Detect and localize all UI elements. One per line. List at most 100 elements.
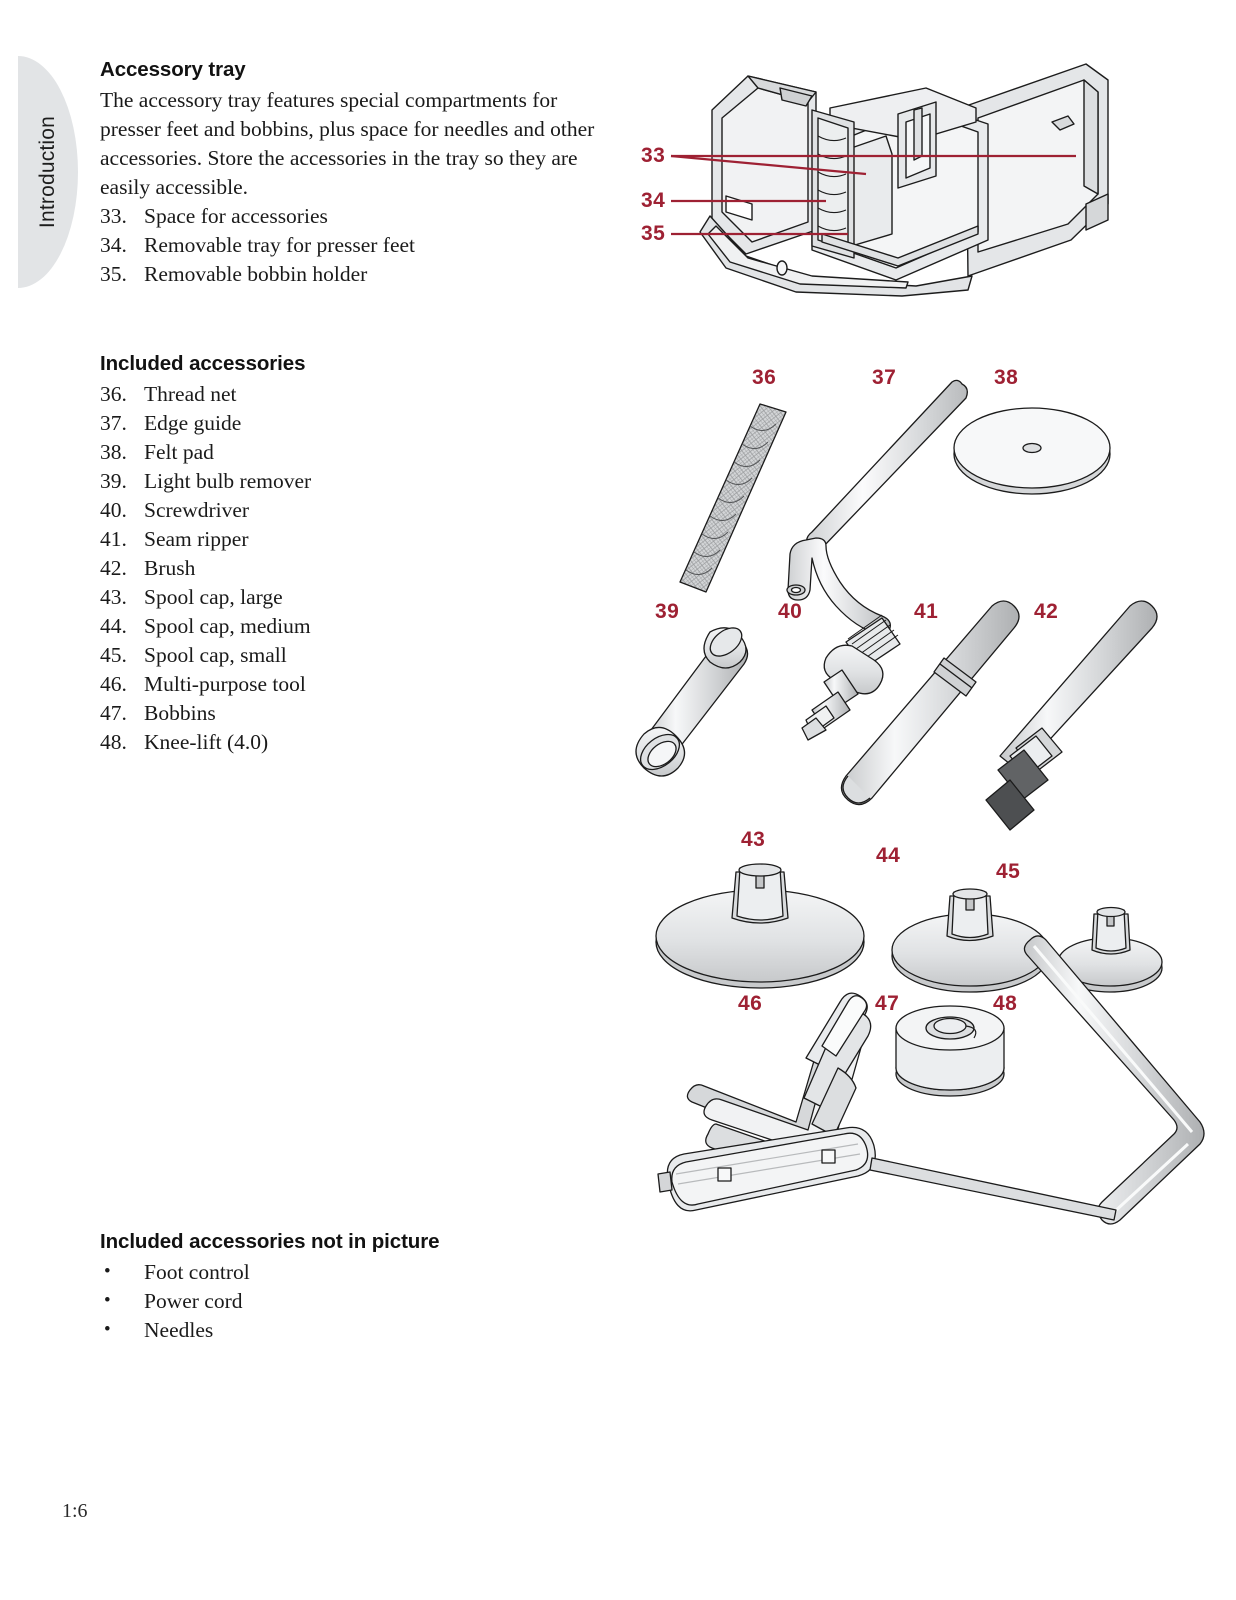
- list-item-label: Removable bobbin holder: [144, 262, 368, 286]
- part-38-felt-pad: [953, 407, 1111, 495]
- part-45-spool-cap-small: [1057, 906, 1163, 993]
- accessory-tray-section: Accessory tray The accessory tray featur…: [100, 58, 598, 289]
- list-item: 34. Removable tray for presser feet: [100, 231, 598, 260]
- callout-leader-lines: [670, 154, 1076, 236]
- callout-38: 38: [994, 366, 1019, 389]
- part-48-knee-lift: [657, 935, 1205, 1225]
- list-item-label: Edge guide: [144, 411, 242, 435]
- list-item: 38. Felt pad: [100, 438, 311, 467]
- callout-36: 36: [752, 366, 777, 389]
- part-40-screwdriver: [801, 614, 901, 741]
- list-item-label: Removable tray for presser feet: [144, 233, 416, 257]
- callout-37: 37: [872, 366, 897, 389]
- bullet-icon: •: [104, 1290, 111, 1311]
- callout-46: 46: [738, 992, 763, 1015]
- included-accessories-section: Included accessories 36. Thread net 37. Ed…: [100, 352, 311, 757]
- list-item: 48. Knee-lift (4.0): [100, 728, 311, 757]
- part-44-spool-cap-medium: [891, 888, 1049, 993]
- list-item-number: 43.: [100, 585, 127, 609]
- not-in-picture-list: • Foot control • Power cord • Needles: [100, 1258, 439, 1345]
- callout-45: 45: [996, 860, 1021, 883]
- list-item: 44. Spool cap, medium: [100, 612, 311, 641]
- not-in-picture-heading: Included accessories not in picture: [100, 1230, 440, 1253]
- list-item: 42. Brush: [100, 554, 311, 583]
- callout-48: 48: [993, 992, 1018, 1015]
- part-39-light-bulb-remover: [635, 627, 749, 777]
- included-accessories-heading: Included accessories: [100, 352, 306, 375]
- accessory-tray-list: 33.Space for accessories 34. Removable tr…: [100, 202, 598, 289]
- list-item-label: Multi-purpose tool: [144, 672, 306, 696]
- list-item: • Power cord: [100, 1287, 439, 1316]
- section-tab-introduction: Introduction: [18, 56, 78, 288]
- callout-41: 41: [914, 600, 939, 623]
- list-item-number: 37.: [100, 411, 127, 435]
- list-item-number: 34.: [100, 233, 127, 257]
- list-item-number: 39.: [100, 469, 127, 493]
- list-item: • Needles: [100, 1316, 439, 1345]
- list-item: 33.Space for accessories: [100, 202, 598, 231]
- included-accessories-list: 36.Thread net 37.Edge guide 38.Felt pad …: [100, 380, 311, 757]
- list-item: 39. Light bulb remover: [100, 467, 311, 496]
- list-item-label: Screwdriver: [144, 498, 250, 522]
- bullet-icon: •: [104, 1319, 111, 1340]
- list-item-label: Knee-lift (4.0): [144, 730, 269, 754]
- list-item-label: Foot control: [144, 1260, 250, 1284]
- list-item-number: 35.: [100, 262, 127, 286]
- list-item: • Foot control: [100, 1258, 439, 1287]
- accessory-tray-paragraph: The accessory tray features special comp…: [100, 88, 595, 199]
- list-item-label: Felt pad: [144, 440, 214, 464]
- list-item-label: Thread net: [144, 382, 237, 406]
- list-item: 46. Multi-purpose tool: [100, 670, 311, 699]
- callout-44: 44: [876, 844, 901, 867]
- list-item: 43. Spool cap, large: [100, 583, 311, 612]
- part-43-spool-cap-large: [655, 863, 865, 989]
- list-item-label: Spool cap, medium: [144, 614, 311, 638]
- list-item-number: 42.: [100, 556, 127, 580]
- list-item: 40. Screwdriver: [100, 496, 311, 525]
- part-41-seam-ripper: [840, 600, 1020, 806]
- callout-40: 40: [778, 600, 803, 623]
- callout-34: 34: [641, 189, 666, 212]
- list-item-label: Light bulb remover: [144, 469, 312, 493]
- callout-42: 42: [1034, 600, 1059, 623]
- section-tab-label: Introduction: [36, 115, 59, 229]
- list-item-label: Spool cap, small: [144, 643, 287, 667]
- callout-35: 35: [641, 222, 666, 245]
- page-number: 1:6: [62, 1500, 88, 1522]
- list-item-number: 46.: [100, 672, 127, 696]
- callout-33: 33: [641, 144, 666, 167]
- list-item-number: 33.: [100, 204, 127, 228]
- accessory-tray-heading: Accessory tray: [100, 58, 246, 81]
- part-37-edge-guide: [786, 379, 968, 636]
- callout-39: 39: [655, 600, 680, 623]
- list-item: 41. Seam ripper: [100, 525, 311, 554]
- part-42-brush: [985, 600, 1158, 831]
- list-item-number: 36.: [100, 382, 127, 406]
- list-item-label: Bobbins: [144, 701, 216, 725]
- list-item-number: 44.: [100, 614, 127, 638]
- bullet-icon: •: [104, 1261, 111, 1282]
- list-item-label: Spool cap, large: [144, 585, 283, 609]
- list-item-number: 41.: [100, 527, 127, 551]
- accessory-tray-drawing: [670, 63, 1109, 297]
- list-item: 35. Removable bobbin holder: [100, 260, 598, 289]
- list-item-label: Brush: [144, 556, 196, 580]
- list-item-label: Power cord: [144, 1289, 243, 1313]
- list-item: 37. Edge guide: [100, 409, 311, 438]
- list-item-number: 48.: [100, 730, 127, 754]
- included-accessories-illustration: 36 37 38 39 40 41 42 43 44 45 46 47 48: [600, 352, 1236, 1242]
- callout-47: 47: [875, 992, 900, 1015]
- list-item-number: 40.: [100, 498, 127, 522]
- not-in-picture-section: Included accessories not in picture • Foo…: [100, 1230, 440, 1345]
- accessories-drawing: [635, 379, 1205, 1225]
- callout-43: 43: [741, 828, 766, 851]
- part-47-bobbin: [895, 1005, 1005, 1097]
- list-item: 45.Spool cap, small: [100, 641, 311, 670]
- accessory-tray-illustration: 33 34 35: [616, 44, 1116, 297]
- list-item-number: 38.: [100, 440, 127, 464]
- list-item: 36. Thread net: [100, 380, 311, 409]
- list-item-number: 47.: [100, 701, 127, 725]
- list-item-label: Needles: [144, 1318, 214, 1342]
- list-item: 47. Bobbins: [100, 699, 311, 728]
- list-item-label: Seam ripper: [144, 527, 249, 551]
